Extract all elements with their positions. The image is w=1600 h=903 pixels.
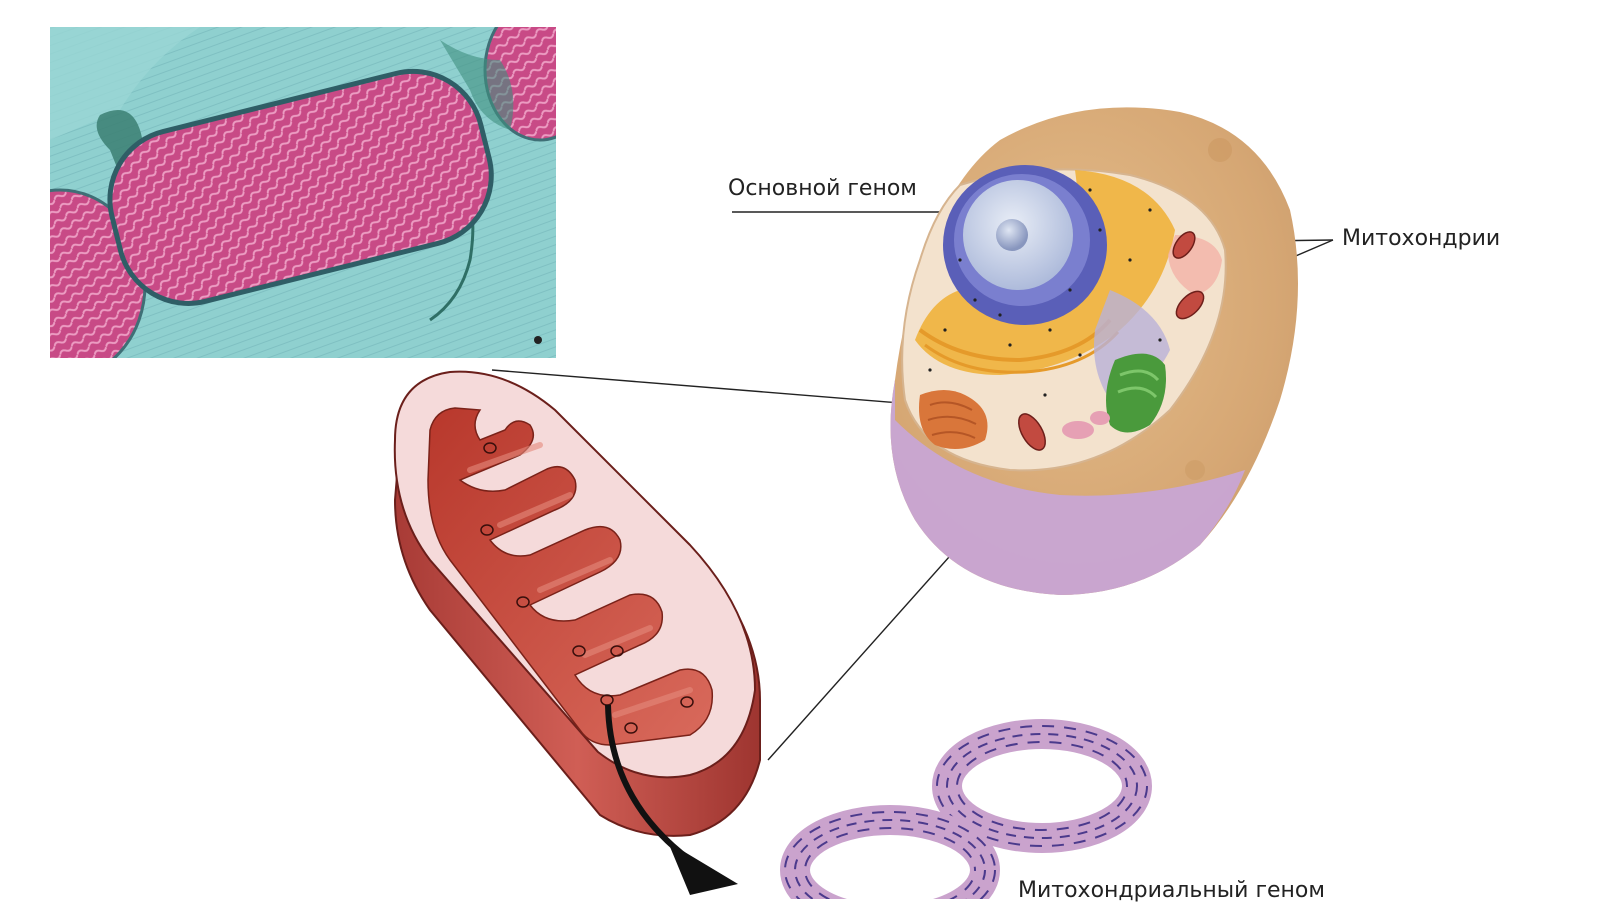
micrograph-image [50, 27, 556, 358]
curved-arrow-icon [605, 704, 738, 895]
cell-illustration [890, 107, 1298, 595]
mitochondrial-genome-label: Митохондриальный геном [1018, 878, 1325, 903]
mitochondria-label: Митохондрии [1342, 226, 1501, 251]
mtdna-ring-upper [932, 719, 1152, 853]
mtdna-ring-lower [780, 805, 1000, 899]
main-genome-label: Основной геном [728, 176, 917, 201]
mitochondrion-cutaway [393, 370, 761, 837]
